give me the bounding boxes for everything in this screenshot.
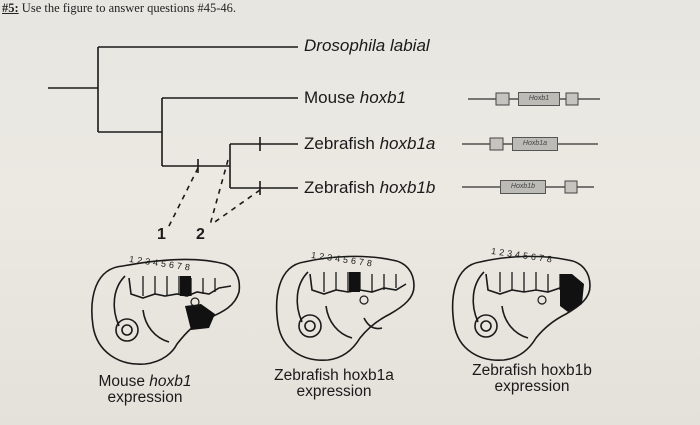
gene-box-hoxb1a: Hoxb1a [512, 137, 558, 151]
taxon-mouse-hoxb1: Mouse hoxb1 [304, 88, 407, 107]
question-number: #5: [2, 1, 19, 15]
gene-structure-diagrams [462, 92, 600, 194]
taxon-drosophila-labial: Drosophila labial [304, 36, 430, 55]
node-label-1: 1 [157, 226, 166, 243]
caption-zebrafish-hoxb1a: Zebrafish hoxb1a expression [274, 367, 394, 400]
question-text: Use the figure to answer questions #45-4… [18, 1, 236, 15]
taxon-zebrafish-hoxb1b: Zebrafish hoxb1b [304, 178, 436, 197]
taxon-zebrafish-hoxb1a: Zebrafish hoxb1a [304, 134, 436, 153]
gene-box-hoxb1b: Hoxb1b [500, 180, 546, 194]
caption-mouse-hoxb1: Mouse hoxb1 expression [98, 373, 192, 406]
node-label-2: 2 [196, 226, 205, 243]
embryo-diagram-mouse [91, 258, 241, 365]
embryo-diagram-zebrafish-hoxb1a [275, 255, 415, 361]
gene-box-hoxb1: Hoxb1 [518, 92, 560, 106]
caption-zebrafish-hoxb1b: Zebrafish hoxb1b expression [472, 362, 592, 395]
embryo-diagram-zebrafish-hoxb1b [451, 255, 591, 361]
question-header: #5: Use the figure to answer questions #… [2, 1, 236, 16]
phylogenetic-tree [48, 46, 298, 229]
